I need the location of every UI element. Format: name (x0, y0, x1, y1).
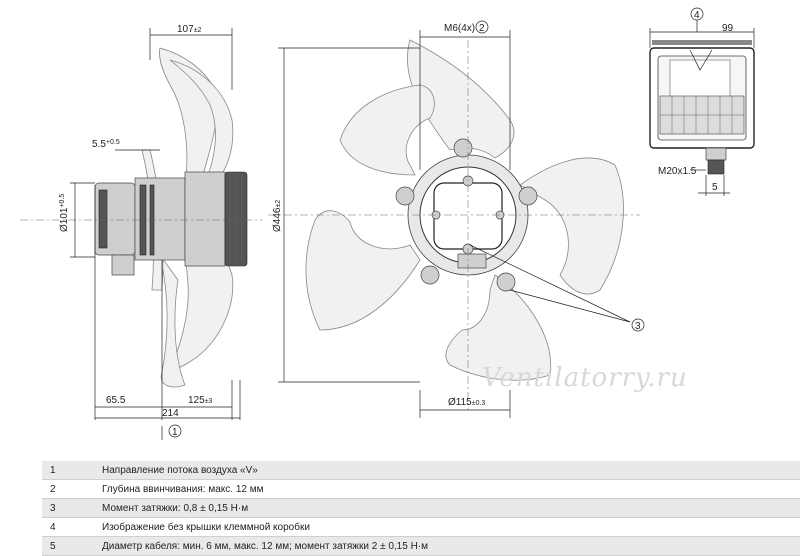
legend-num: 1 (42, 461, 94, 480)
legend-text: Момент затяжки: 0,8 ± 0,15 Н·м (94, 498, 800, 518)
dim-107-label: 107±2 (177, 24, 202, 35)
front-view (268, 20, 645, 418)
ref-3-label: 3 (635, 321, 641, 332)
legend-text: Диаметр кабеля: мин. 6 мм, макс. 12 мм; … (94, 536, 800, 556)
gland-label: M20x1.5 (658, 166, 697, 177)
watermark: Ventilatorry.ru (482, 363, 688, 393)
legend-text: Направление потока воздуха «V» (94, 461, 800, 480)
dim-446-label: Ø446±2 (272, 200, 283, 232)
dim-5-5-label: 5.5+0.5 (92, 139, 120, 150)
ref-4-label: 4 (694, 10, 700, 21)
dim-5-label: 5 (712, 182, 718, 193)
legend-row: 1 Направление потока воздуха «V» (42, 461, 800, 480)
legend-row: 5 Диаметр кабеля: мин. 6 мм, макс. 12 мм… (42, 536, 800, 556)
legend-num: 5 (42, 536, 94, 556)
legend-text: Глубина ввинчивания: макс. 12 мм (94, 479, 800, 499)
notes-legend: 1 Направление потока воздуха «V» 2 Глуби… (42, 461, 800, 556)
dim-101-label: Ø101+0.5 (59, 194, 70, 232)
terminal-box-view (649, 7, 755, 196)
dim-99-label: 99 (722, 23, 734, 34)
screw-label: M6(4x) (444, 23, 475, 34)
legend-row: 3 Момент затяжки: 0,8 ± 0,15 Н·м (42, 498, 800, 518)
side-view (20, 28, 262, 440)
ref-1-label: 1 (172, 427, 178, 438)
legend-row: 4 Изображение без крышки клеммной коробк… (42, 517, 800, 537)
dim-65-5-label: 65.5 (106, 395, 126, 406)
legend-num: 2 (42, 479, 94, 499)
dim-115-label: Ø115±0.3 (448, 397, 485, 408)
ref-2-label: 2 (479, 23, 485, 34)
legend-num: 3 (42, 498, 94, 518)
legend-row: 2 Глубина ввинчивания: макс. 12 мм (42, 479, 800, 499)
legend-text: Изображение без крышки клеммной коробки (94, 517, 800, 537)
dim-125-label: 125±3 (188, 395, 213, 406)
dim-214-label: 214 (162, 408, 179, 419)
legend-num: 4 (42, 517, 94, 537)
technical-drawing: 107±2 5.5+0.5 Ø101+0.5 65.5 125±3 214 1 … (20, 7, 755, 440)
